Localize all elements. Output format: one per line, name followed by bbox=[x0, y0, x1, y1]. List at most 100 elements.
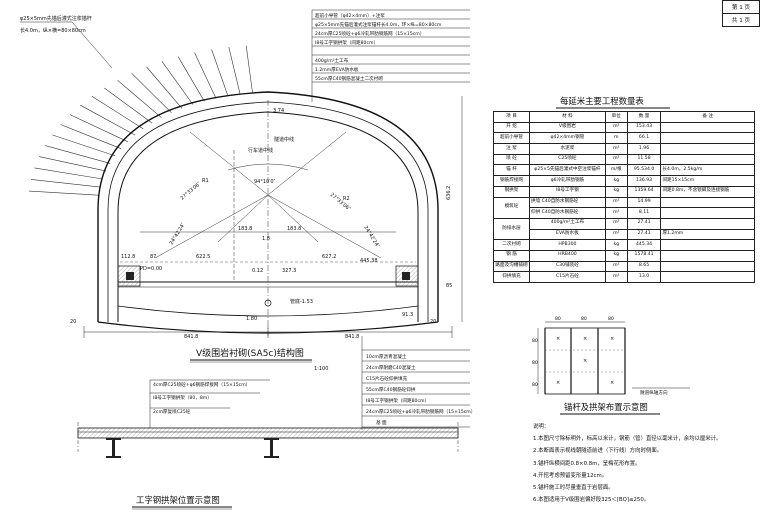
table-cell: 钢拱架 bbox=[493, 185, 530, 198]
table-cell: 11.58 bbox=[626, 153, 662, 166]
table-cell: HPB300 bbox=[528, 239, 606, 251]
bolt-dim-5: 80 bbox=[532, 360, 538, 366]
table-cell: 1359.64 bbox=[626, 185, 662, 198]
dim-445: 445.38 bbox=[360, 258, 378, 264]
rock-bolt-line bbox=[161, 61, 194, 105]
table-cell: φ42×4mm钢管 bbox=[528, 132, 606, 145]
dim-622: 622.5 bbox=[196, 254, 210, 260]
table-cell: m³ bbox=[604, 121, 628, 134]
svg-text:×: × bbox=[610, 380, 614, 386]
rock-bolt-line bbox=[177, 56, 205, 102]
table-cell: 8.11 bbox=[626, 207, 662, 219]
arch-callout-1: 4cm厚C25喷砼+φ6钢筋焊接网（15×15cm） bbox=[153, 381, 250, 388]
dim-right-20: 20 bbox=[430, 319, 436, 325]
dim-85: 85 bbox=[446, 283, 452, 289]
table-cell: m² bbox=[604, 228, 628, 241]
angle-top-label: 94°10′0″ bbox=[254, 179, 276, 185]
table-cell: m/根 bbox=[604, 164, 628, 177]
callout-bottom-7: 基 面 bbox=[376, 419, 387, 426]
table-header-row: 项 目 材 料 单位 数 量 备 注 bbox=[493, 111, 755, 123]
main-drawing-title: Ⅴ级围岩衬砌(SA5c)结构图 bbox=[196, 347, 304, 359]
rock-bolt-line bbox=[34, 167, 103, 180]
table-cell: 8.65 bbox=[626, 260, 662, 273]
table-cell: 400g/m²土工布 bbox=[528, 217, 606, 230]
table-cell: 445.34 bbox=[626, 239, 662, 251]
table-cell bbox=[660, 132, 755, 145]
arch-callout-2: I8号工字钢拱架（80，8m） bbox=[153, 394, 212, 401]
table-cell: 超前小导管 bbox=[493, 132, 530, 145]
table-cell: 间距0.8m，不含锁脚及连接钢筋 bbox=[660, 185, 755, 198]
table-header-cell: 备 注 bbox=[660, 111, 755, 123]
rock-bolt-line bbox=[194, 52, 217, 99]
width-left-dim: 841.8 bbox=[184, 334, 198, 340]
table-cell: 拱墙 C40自防水钢筋砼 bbox=[528, 196, 606, 209]
svg-text:×: × bbox=[610, 336, 614, 342]
table-cell: 水泥浆 bbox=[528, 143, 606, 155]
table-cell: kg bbox=[604, 175, 628, 187]
rock-bolt-line bbox=[117, 80, 162, 118]
table-cell: m bbox=[604, 132, 628, 145]
table-subcell: 仰拱 bbox=[530, 209, 541, 215]
note-item: 4.开挖考虑预留变形量12cm。 bbox=[533, 472, 608, 479]
angle-left-label: 27°33′06″ bbox=[179, 181, 202, 201]
callout-bottom-1: 10cm厚沥青混凝土 bbox=[366, 353, 407, 360]
arch-drawing-title: 工字钢拱架位置示意图 bbox=[136, 495, 220, 505]
rock-bolt-line bbox=[45, 145, 111, 164]
dim-87: 87 bbox=[150, 254, 156, 260]
bolt-dim-4: 80 bbox=[532, 338, 538, 344]
table-cell bbox=[660, 143, 755, 155]
rock-bolt-line bbox=[31, 179, 101, 188]
table-cell bbox=[660, 207, 755, 219]
note-item: 1.本图尺寸除标明外，标高以米计，钢筋（管）直径以毫米计，余均以厘米计。 bbox=[533, 436, 722, 443]
dim-180: 1.80 bbox=[246, 316, 257, 322]
svg-text:×: × bbox=[556, 336, 560, 342]
svg-text:×: × bbox=[583, 336, 587, 342]
dim-183-left: 183.8 bbox=[238, 226, 252, 232]
rock-bolt-line bbox=[211, 49, 229, 97]
bolt-dim-6: 80 bbox=[532, 382, 538, 388]
bolt-dim-3: 80 bbox=[608, 316, 614, 322]
table-cell: m³ bbox=[604, 143, 628, 155]
dim-112: 112.8 bbox=[121, 254, 135, 260]
callout-top-1: 超前小导管（φ42×4mm）+注浆 bbox=[315, 12, 385, 19]
table-cell bbox=[660, 239, 755, 251]
table-cell: 二次衬砌 bbox=[493, 239, 530, 251]
table-cell: 间距15×15cm bbox=[660, 175, 755, 187]
table-cell: 66.1 bbox=[626, 132, 662, 145]
table-cell: 锚 杆 bbox=[493, 164, 530, 177]
callout-bottom-4: 55cm厚C40钢筋砼仰拱 bbox=[366, 386, 416, 393]
notes-section: 说明： 1.本图尺寸除标明外，标高以米计，钢筋（管）直径以毫米计，余均以厘米计。… bbox=[533, 421, 758, 506]
rock-bolt-line bbox=[146, 66, 183, 109]
quantity-table-title: 每延米主要工程数量表 bbox=[560, 96, 644, 106]
table-cell: Ⅴ级围岩 bbox=[528, 121, 606, 134]
table-cell: m³ bbox=[604, 260, 628, 273]
note-item: 5.锚杆施工时尽量垂直于岩层面。 bbox=[533, 485, 614, 492]
table-cell: EVA防水板 bbox=[528, 228, 606, 241]
radius-2-label: R2 bbox=[343, 196, 350, 202]
steel-arch-section bbox=[77, 422, 459, 458]
table-cell: HRB400 bbox=[528, 249, 606, 262]
svg-text:×: × bbox=[556, 380, 560, 386]
table-cell: 13.0 bbox=[626, 271, 662, 283]
table-cell: kg bbox=[604, 249, 628, 262]
table-cell: 1.96 bbox=[626, 143, 662, 155]
rock-bolt-line bbox=[52, 134, 116, 157]
page-number-box: 第 1 页 共 1 页 bbox=[722, 0, 760, 27]
table-cell bbox=[660, 271, 755, 283]
rock-bolt-line bbox=[69, 114, 128, 142]
tunnel-cross-section bbox=[97, 91, 439, 336]
page-total: 共 1 页 bbox=[722, 13, 760, 27]
width-right-dim: 841.8 bbox=[345, 334, 359, 340]
note-item: 2.本断面表示视线朝隧道前进（下行线）方向时侧面。 bbox=[533, 448, 663, 455]
table-cell: 防排水层 bbox=[493, 217, 530, 241]
